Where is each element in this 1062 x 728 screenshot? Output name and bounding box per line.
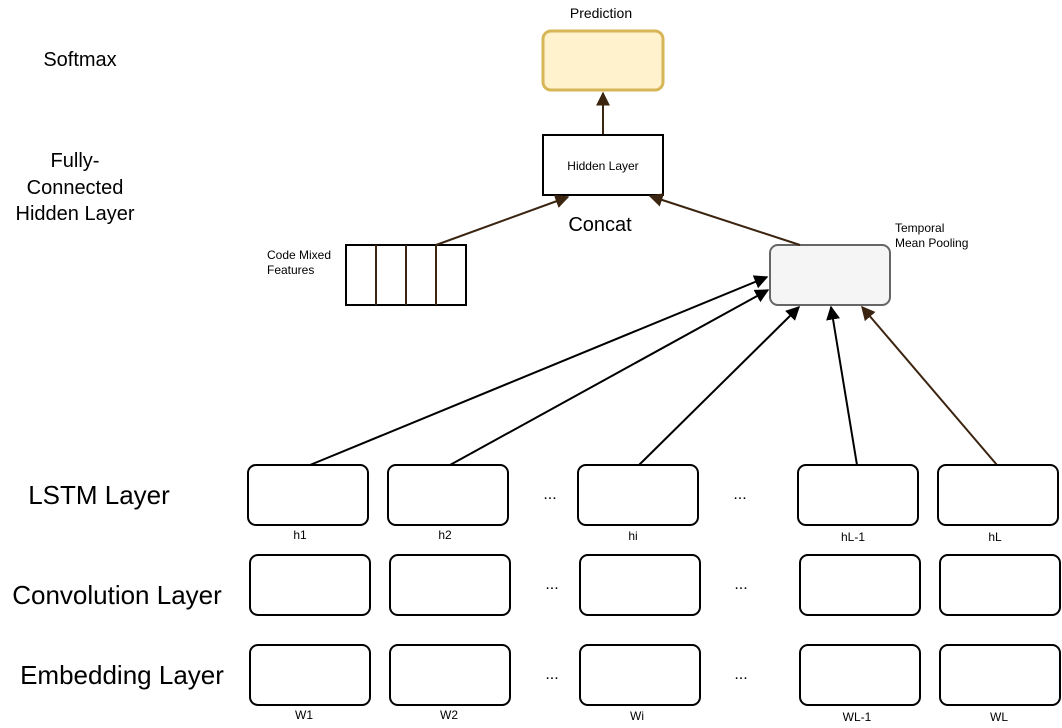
lstm-cell — [387, 464, 509, 526]
conv-cell — [799, 554, 921, 616]
code-mixed-label-line2: Features — [267, 263, 314, 277]
lstm-cell — [937, 464, 1059, 526]
hidden-label-hL: hL — [988, 530, 1002, 544]
concat-label: Concat — [568, 214, 632, 236]
word-label-WL: WL — [990, 710, 1008, 724]
pooling-label-line1: Temporal — [895, 221, 944, 235]
embedding-ellipsis: ... — [545, 666, 558, 683]
h2-to-pooling-arrow — [449, 289, 770, 466]
embedding-ellipsis: ... — [734, 666, 747, 683]
hidden-label-hi: hi — [628, 529, 637, 543]
embedding-cell — [249, 644, 371, 706]
fc-label-line1: Fully- — [51, 150, 100, 172]
softmax-label: Softmax — [43, 49, 116, 71]
hL-1-to-pooling-arrow — [826, 305, 858, 466]
fc-label-line2: Connected — [27, 177, 124, 199]
pooling-label-line2: Mean Pooling — [895, 236, 968, 250]
conv-cell — [389, 554, 511, 616]
lstm-ellipsis: ... — [733, 486, 746, 503]
conv-layer-label: Convolution Layer — [12, 580, 222, 610]
hidden-label-hL-1: hL-1 — [841, 530, 865, 544]
hidden-label-h2: h2 — [438, 528, 452, 542]
lstm-cell — [797, 464, 919, 526]
features-to-hidden-arrow — [435, 194, 570, 246]
lstm-cell — [247, 464, 369, 526]
lstm-ellipsis: ... — [543, 486, 556, 503]
word-label-W2: W2 — [440, 708, 458, 722]
embedding-cell — [799, 644, 921, 706]
prediction-box — [541, 29, 665, 92]
conv-cell — [939, 554, 1061, 616]
lstm-cell — [577, 464, 699, 526]
code-mixed-features-vector — [345, 244, 467, 306]
embedding-cell — [939, 644, 1061, 706]
hidden-label-h1: h1 — [293, 528, 307, 542]
hidden-layer-label: Hidden Layer — [567, 159, 638, 173]
pooling-to-hidden-arrow — [648, 193, 801, 246]
prediction-label: Prediction — [570, 5, 632, 21]
embedding-layer-label: Embedding Layer — [20, 660, 224, 690]
temporal-mean-pooling-box — [769, 244, 891, 306]
lstm-layer-label: LSTM Layer — [28, 480, 170, 510]
word-label-W1: W1 — [295, 708, 313, 722]
fc-label-line3: Hidden Layer — [16, 203, 135, 225]
conv-ellipsis: ... — [545, 576, 558, 593]
word-label-WL-1: WL-1 — [843, 710, 872, 724]
conv-cell — [579, 554, 701, 616]
code-mixed-label-line1: Code Mixed — [267, 248, 331, 262]
embedding-cell — [579, 644, 701, 706]
conv-cell — [249, 554, 371, 616]
hL-to-pooling-arrow — [861, 305, 998, 466]
hi-to-pooling-arrow — [638, 306, 800, 466]
h1-to-pooling-arrow — [309, 275, 769, 466]
conv-ellipsis: ... — [734, 576, 747, 593]
hidden-layer-box — [542, 134, 664, 196]
word-label-Wi: Wi — [630, 709, 644, 723]
embedding-cell — [389, 644, 511, 706]
